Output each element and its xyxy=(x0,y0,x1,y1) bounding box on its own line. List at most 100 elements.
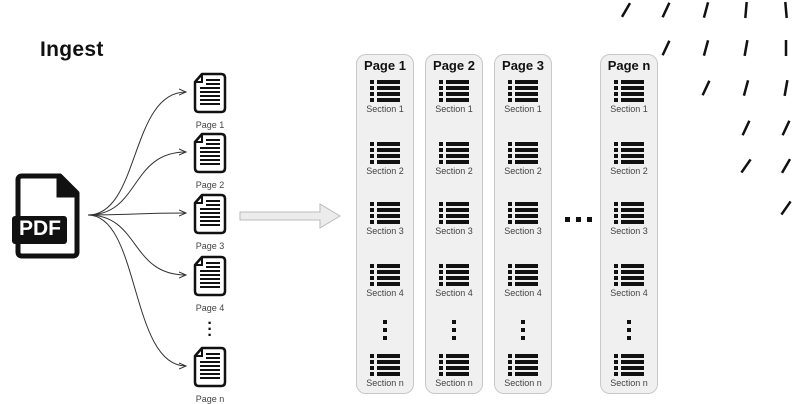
section-label: Section 2 xyxy=(504,166,542,176)
column-header: Page n xyxy=(607,58,651,73)
section-label: Section 1 xyxy=(610,104,648,114)
section-item: Section 1 xyxy=(357,79,413,114)
list-icon xyxy=(370,142,400,164)
pdf-label: PDF xyxy=(19,217,61,240)
section-item: Section 3 xyxy=(601,201,657,236)
fan-arrow xyxy=(87,214,186,366)
list-icon xyxy=(614,354,644,376)
page-label: Page 3 xyxy=(195,241,225,251)
section-item: Section 4 xyxy=(495,263,551,298)
decorative-dash xyxy=(744,1,748,19)
page-label: Page 4 xyxy=(195,303,225,313)
section-item: Section 2 xyxy=(357,141,413,176)
list-icon xyxy=(508,142,538,164)
list-icon xyxy=(439,142,469,164)
list-icon xyxy=(614,142,644,164)
decorative-dash xyxy=(741,120,751,136)
decorative-dash xyxy=(702,1,710,19)
list-icon xyxy=(508,354,538,376)
section-label: Section 2 xyxy=(366,166,404,176)
page-document: Page 2 xyxy=(193,132,227,190)
fan-arrow xyxy=(87,152,186,216)
section-item: Section n xyxy=(357,353,413,388)
section-label: Section 2 xyxy=(610,166,648,176)
section-label: Section 3 xyxy=(435,226,473,236)
more-sections-ellipsis xyxy=(521,320,525,340)
page-document: Page 1 xyxy=(193,72,227,130)
decorative-dash xyxy=(784,1,788,19)
decorative-dash xyxy=(702,39,710,57)
page-label: Page 1 xyxy=(195,120,225,130)
section-item: Section 2 xyxy=(426,141,482,176)
section-label: Section 3 xyxy=(504,226,542,236)
section-item: Section 1 xyxy=(426,79,482,114)
document-icon xyxy=(193,193,227,235)
pdf-file-icon xyxy=(12,173,80,259)
decorative-dash xyxy=(661,2,671,18)
list-icon xyxy=(370,354,400,376)
section-label: Section 3 xyxy=(610,226,648,236)
section-item: Section 1 xyxy=(495,79,551,114)
list-icon xyxy=(508,264,538,286)
section-label: Section 3 xyxy=(366,226,404,236)
page-column: Page 3 Section 1 Section 2 Section 3 Sec… xyxy=(494,54,552,394)
decorative-dashes xyxy=(620,1,792,216)
document-icon xyxy=(193,72,227,114)
more-sections-ellipsis xyxy=(383,320,387,340)
section-item: Section 2 xyxy=(601,141,657,176)
page-document: Page 4 xyxy=(193,255,227,313)
section-label: Section 1 xyxy=(435,104,473,114)
decorative-dash xyxy=(780,158,792,174)
section-item: Section 3 xyxy=(426,201,482,236)
page-document: Page n xyxy=(193,346,227,404)
section-label: Section n xyxy=(366,378,404,388)
page-label: Page n xyxy=(195,394,225,404)
more-sections-ellipsis xyxy=(452,320,456,340)
page-column: Page 1 Section 1 Section 2 Section 3 Sec… xyxy=(356,54,414,394)
page-label: Page 2 xyxy=(195,180,225,190)
list-icon xyxy=(370,202,400,224)
more-columns-ellipsis xyxy=(565,217,592,222)
section-label: Section 2 xyxy=(435,166,473,176)
section-label: Section 1 xyxy=(366,104,404,114)
decorative-dash xyxy=(781,120,791,136)
list-icon xyxy=(508,202,538,224)
decorative-dash xyxy=(742,79,750,97)
section-item: Section 4 xyxy=(426,263,482,298)
fan-out-arrows xyxy=(87,92,186,366)
decorative-dash xyxy=(743,39,749,57)
section-item: Section 3 xyxy=(495,201,551,236)
list-icon xyxy=(439,354,469,376)
section-item: Section 1 xyxy=(601,79,657,114)
fan-arrow xyxy=(87,213,186,215)
list-icon xyxy=(614,264,644,286)
document-icon xyxy=(193,346,227,388)
decorative-dash xyxy=(740,158,752,174)
page-column: Page 2 Section 1 Section 2 Section 3 Sec… xyxy=(425,54,483,394)
fan-arrow xyxy=(87,214,186,275)
section-label: Section n xyxy=(435,378,473,388)
column-header: Page 1 xyxy=(364,58,406,73)
section-label: Section 1 xyxy=(504,104,542,114)
decorative-dash xyxy=(783,79,789,97)
section-item: Section n xyxy=(495,353,551,388)
diagram-title: Ingest xyxy=(40,38,104,61)
section-label: Section 4 xyxy=(610,288,648,298)
list-icon xyxy=(508,80,538,102)
transition-arrow xyxy=(239,203,341,229)
list-icon xyxy=(439,80,469,102)
section-item: Section 4 xyxy=(357,263,413,298)
decorative-dash xyxy=(701,80,711,96)
section-item: Section n xyxy=(426,353,482,388)
list-icon xyxy=(439,264,469,286)
decorative-dash xyxy=(620,2,632,18)
list-icon xyxy=(439,202,469,224)
section-label: Section 4 xyxy=(504,288,542,298)
fan-arrow xyxy=(87,92,186,216)
section-item: Section 2 xyxy=(495,141,551,176)
document-icon xyxy=(193,255,227,297)
document-icon xyxy=(193,132,227,174)
page-document: Page 3 xyxy=(193,193,227,251)
list-icon xyxy=(370,264,400,286)
